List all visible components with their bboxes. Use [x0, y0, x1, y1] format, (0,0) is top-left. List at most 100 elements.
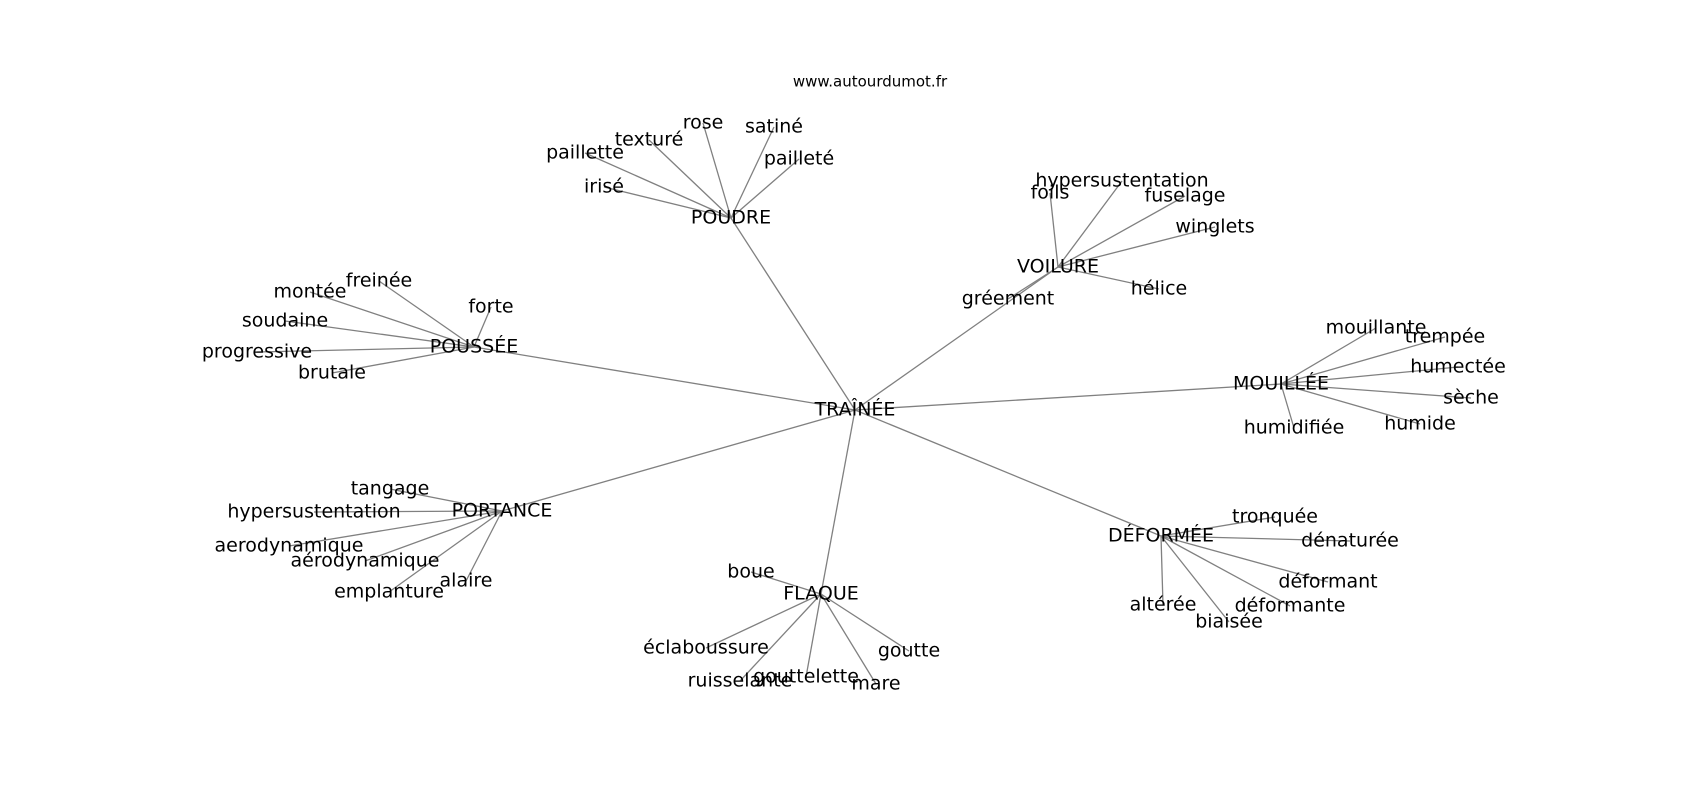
- edge-center-poussee: [473, 346, 856, 411]
- node-voilure-foils[interactable]: foils: [1031, 182, 1070, 204]
- node-poussee[interactable]: POUSSÉE: [430, 335, 518, 358]
- edge-deformee-deformant: [1160, 535, 1329, 583]
- node-portance-aerodynamique[interactable]: aerodynamique: [215, 535, 364, 557]
- edge-voilure-hypersustentation: [1057, 180, 1123, 268]
- edge-flaque-ruisselante: [739, 593, 822, 682]
- edge-flaque-gouttelette: [805, 593, 822, 678]
- edge-flaque-boue: [750, 571, 822, 595]
- node-poussee-freinee[interactable]: freinée: [346, 270, 412, 292]
- node-poussee-progressive[interactable]: progressive: [202, 341, 312, 363]
- node-poudre-texture[interactable]: texturé: [615, 129, 684, 151]
- edge-voilure-winglets: [1057, 226, 1216, 268]
- site-credit: www.autourdumot.fr: [793, 73, 948, 91]
- node-flaque-mare[interactable]: mare: [851, 673, 900, 695]
- edge-poudre-paillette: [584, 152, 732, 219]
- node-poudre-satine[interactable]: satiné: [745, 116, 803, 138]
- edge-center-deformee: [854, 409, 1162, 537]
- edge-mouillee-humide: [1280, 383, 1421, 425]
- edge-portance-hypersustentation: [313, 510, 503, 513]
- node-mouillee-humidifiee[interactable]: humidifiée: [1244, 417, 1345, 439]
- node-voilure-winglets[interactable]: winglets: [1175, 216, 1254, 238]
- node-portance-emplanture[interactable]: emplanture: [334, 581, 444, 603]
- node-flaque-eclaboussure[interactable]: éclaboussure: [643, 637, 769, 659]
- edge-poussee-progressive: [256, 346, 475, 353]
- node-poussee-soudaine[interactable]: soudaine: [242, 310, 328, 332]
- node-mouillee-humide[interactable]: humide: [1384, 413, 1456, 435]
- edge-poudre-paillete: [730, 158, 800, 219]
- edge-mouillee-humectee: [1280, 366, 1459, 385]
- node-portance-alaire[interactable]: alaire: [440, 570, 493, 592]
- node-flaque-goutte[interactable]: goutte: [878, 640, 940, 662]
- edge-voilure-helice: [1057, 266, 1160, 290]
- edge-voilure-fuselage: [1057, 195, 1186, 268]
- node-mouillee-mouillante[interactable]: mouillante: [1326, 317, 1427, 339]
- edge-flaque-eclaboussure: [705, 593, 822, 649]
- edge-poudre-rose: [702, 122, 732, 219]
- edge-deformee-denaturee: [1160, 535, 1351, 542]
- node-poudre-irise[interactable]: irisé: [584, 176, 624, 198]
- node-flaque-gouttelette[interactable]: gouttelette: [753, 666, 859, 688]
- node-poudre-paillete[interactable]: pailleté: [764, 148, 834, 170]
- node-deformee-denaturee[interactable]: dénaturée: [1301, 530, 1399, 552]
- node-deformee[interactable]: DÉFORMÉE: [1108, 524, 1214, 547]
- edge-center-flaque: [820, 409, 856, 595]
- node-poussee-forte[interactable]: forte: [468, 296, 513, 318]
- edge-flaque-goutte: [820, 593, 910, 652]
- edge-center-voilure: [854, 266, 1059, 411]
- node-voilure[interactable]: VOILURE: [1017, 256, 1099, 278]
- edge-voilure-foils: [1049, 192, 1059, 268]
- edge-deformee-alteree: [1160, 535, 1164, 606]
- edge-portance-aerodynamique: [364, 510, 503, 562]
- edge-mouillee-trempee: [1280, 336, 1446, 385]
- node-poudre[interactable]: POUDRE: [691, 207, 771, 229]
- edge-center-portance: [501, 409, 856, 512]
- edge-poussee-forte: [473, 306, 492, 348]
- edge-flaque-mare: [820, 593, 877, 685]
- node-flaque-boue[interactable]: boue: [727, 561, 774, 583]
- edge-portance-tangage: [389, 488, 503, 512]
- edge-poudre-texture: [648, 139, 732, 219]
- node-mouillee-trempee[interactable]: trempée: [1405, 326, 1485, 348]
- node-voilure-fuselage[interactable]: fuselage: [1145, 185, 1226, 207]
- edge-mouillee-seche: [1280, 383, 1472, 399]
- node-mouillee-humectee[interactable]: humectée: [1410, 356, 1506, 378]
- node-portance-hypersustentation[interactable]: hypersustentation: [227, 501, 400, 523]
- node-portance[interactable]: PORTANCE: [452, 500, 553, 522]
- graph-edges: [256, 122, 1472, 685]
- node-deformee-deformant[interactable]: déformant: [1278, 571, 1377, 593]
- node-portance-tangage[interactable]: tangage: [351, 478, 430, 500]
- node-voilure-greement[interactable]: gréement: [962, 288, 1055, 310]
- node-voilure-helice[interactable]: hélice: [1131, 278, 1187, 300]
- node-deformee-biaisee[interactable]: biaisée: [1195, 611, 1263, 633]
- edge-poussee-montee: [309, 291, 475, 348]
- edge-portance-alaire: [465, 510, 503, 582]
- edge-deformee-tronquee: [1160, 516, 1276, 537]
- node-flaque[interactable]: FLAQUE: [783, 583, 858, 605]
- edge-poudre-satine: [730, 126, 775, 219]
- node-mouillee[interactable]: MOUILLÉE: [1233, 372, 1329, 395]
- edge-mouillee-humidifiee: [1280, 383, 1295, 429]
- edge-poussee-soudaine: [284, 320, 475, 348]
- node-poudre-paillette[interactable]: paillette: [546, 142, 624, 164]
- node-voilure-hypersustentation[interactable]: hypersustentation: [1035, 170, 1208, 192]
- edge-center-mouillee: [854, 383, 1282, 411]
- node-portance-aerodynamique[interactable]: aérodynamique: [291, 550, 440, 572]
- node-mouillee-seche[interactable]: sèche: [1443, 387, 1499, 409]
- edge-mouillee-mouillante: [1280, 327, 1377, 385]
- edge-deformee-deformante: [1160, 535, 1291, 607]
- edge-deformee-biaisee: [1160, 535, 1230, 623]
- node-center-trainee[interactable]: TRAÎNÉE: [814, 398, 896, 421]
- edge-poudre-irise: [603, 186, 732, 219]
- edge-poussee-freinee: [378, 280, 475, 348]
- node-poussee-brutale[interactable]: brutale: [298, 362, 366, 384]
- edge-portance-emplanture: [388, 510, 503, 593]
- node-flaque-ruisselante[interactable]: ruisselante: [688, 670, 793, 692]
- node-deformee-alteree[interactable]: altérée: [1130, 594, 1197, 616]
- node-poudre-rose[interactable]: rose: [683, 112, 724, 134]
- node-poussee-montee[interactable]: montée: [273, 281, 346, 303]
- node-deformee-deformante[interactable]: déformante: [1235, 595, 1346, 617]
- node-deformee-tronquee[interactable]: tronquée: [1232, 506, 1318, 528]
- edge-voilure-greement: [1007, 266, 1059, 300]
